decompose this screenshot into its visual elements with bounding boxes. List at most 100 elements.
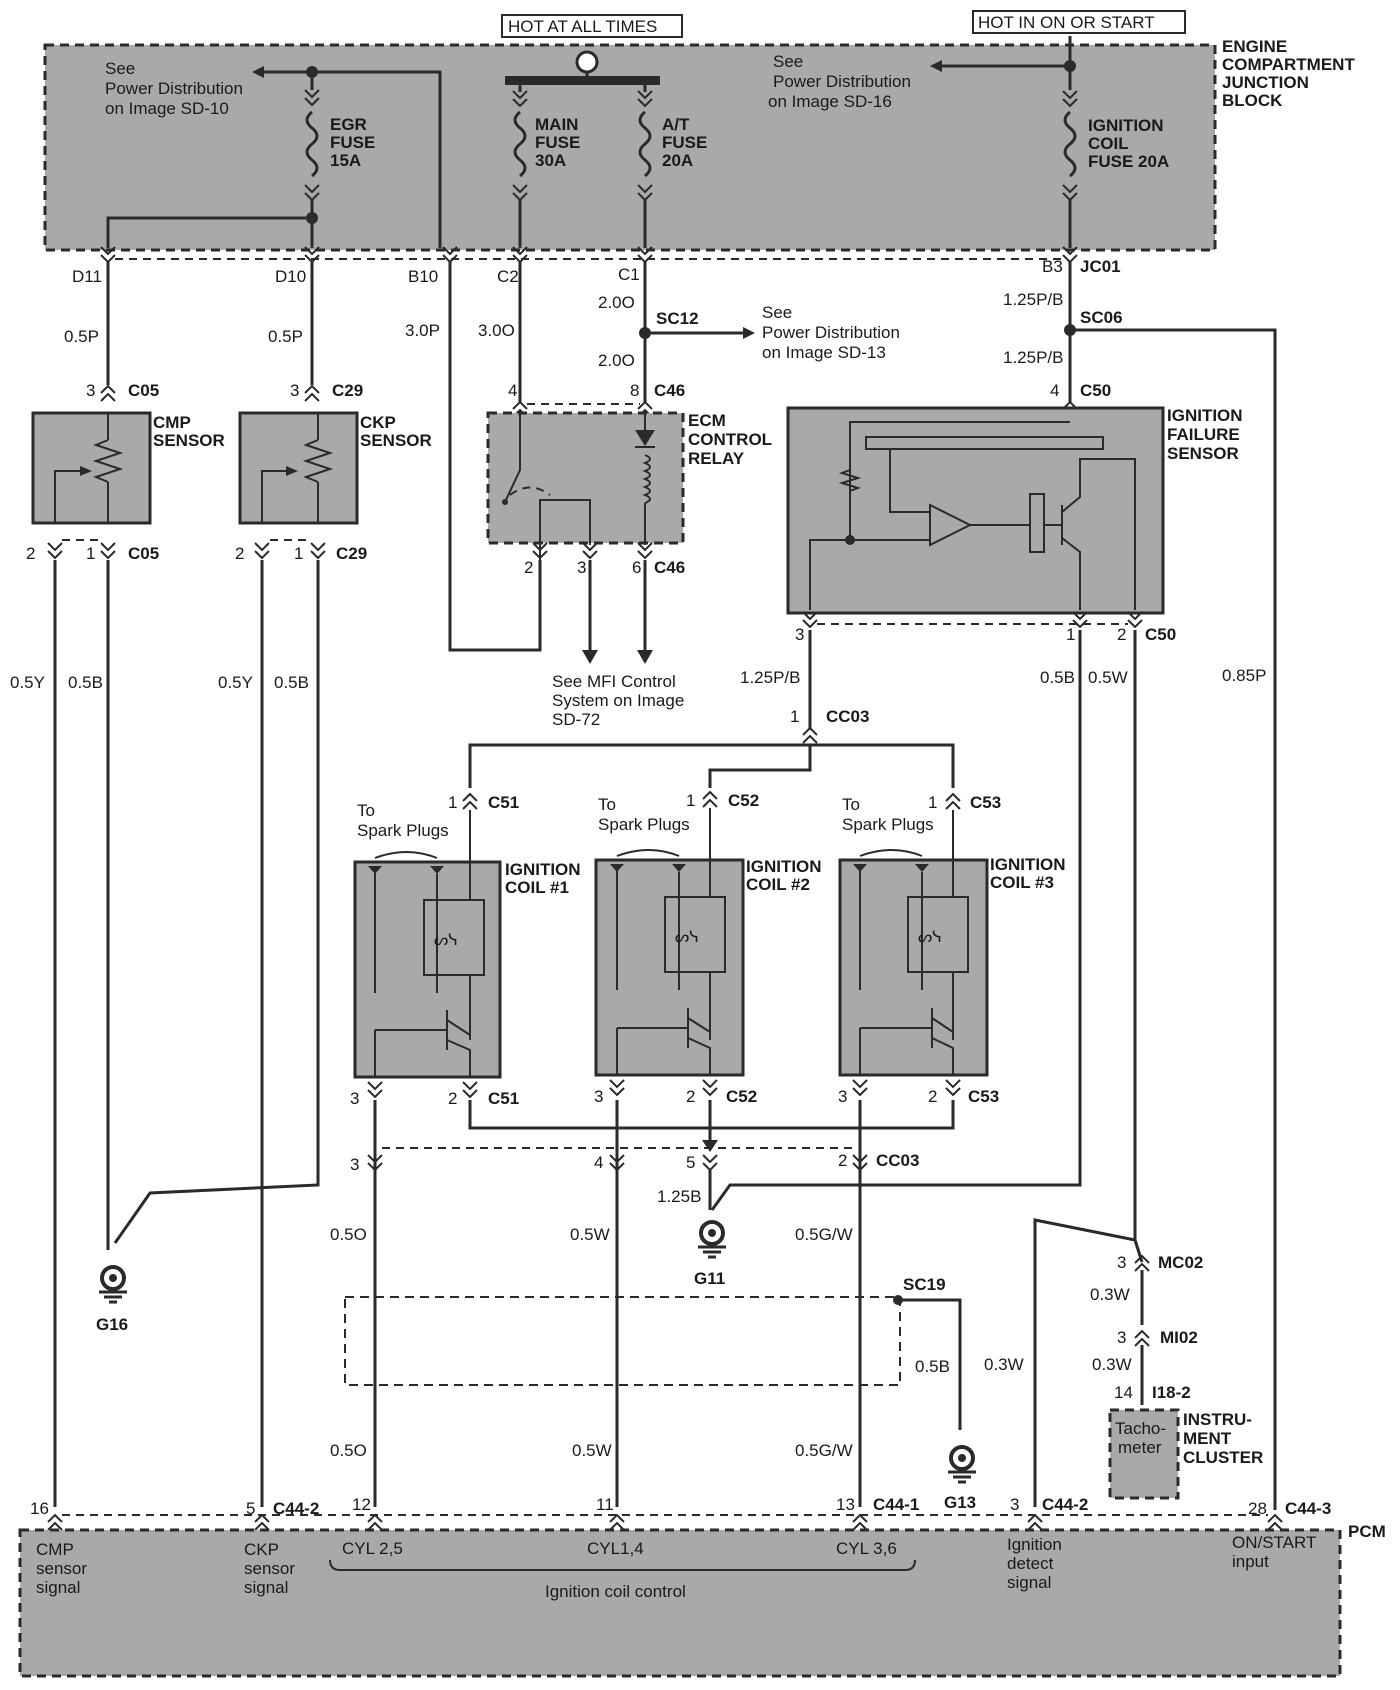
tachometer-label: Tacho- meter [1115,1419,1171,1457]
connector-c52: C52 [728,791,759,810]
cmp-sensor-label: CMP SENSOR [153,413,225,450]
pin: 3 [594,1087,603,1106]
connector-c46: C46 [654,381,685,400]
detect-signal-label: Ignition detect signal [1007,1535,1067,1592]
cluster-label: INSTRU- MENT CLUSTER [1183,1410,1263,1467]
terminal-d11: D11 [72,267,102,286]
wire-ckp-b: 0.5B [274,673,309,692]
connector-c51: C51 [488,1089,519,1108]
cmp-signal-label: CMP sensor signal [36,1540,92,1597]
splice-sc19: SC19 [903,1275,946,1294]
ecm-relay-label: ECM CONTROL RELAY [688,411,776,468]
at-fuse-label: A/T FUSE 20A [662,115,712,170]
wire-cyl36b: 0.5G/W [795,1441,853,1460]
svg-text:ᔕᓭ: ᔕᓭ [675,929,699,946]
spark-plugs-label: To Spark Plugs [357,801,449,840]
wire-ifs-w: 0.5W [1088,668,1128,687]
pin: 2 [838,1151,847,1170]
ignition-coil-3: 1 C53 To Spark Plugs IGNITION COIL #3 ᔕᓭ… [838,793,1070,1106]
hot-at-all-times-label: HOT AT ALL TIMES [501,14,683,38]
splice-sc12: SC12 [656,309,699,328]
pin: 2 [448,1089,457,1108]
wire-c2: 3.0O [478,321,515,340]
connector-c44-1: C44-1 [873,1495,919,1514]
pin: 4 [508,381,517,400]
ignition-coil-2: 1 C52 To Spark Plugs IGNITION COIL #2 ᔕᓭ… [594,791,822,1106]
cyl14-label: CYL1,4 [587,1539,644,1558]
connector-cc03: CC03 [826,707,869,726]
cyl25-label: CYL 2,5 [342,1539,403,1558]
svg-text:IGNITION COIL #3: IGNITION COIL #3 [990,855,1070,892]
wire-b10: 3.0P [405,321,440,340]
pin: 2 [1117,625,1126,644]
connector-c51: C51 [488,793,519,812]
svg-text:HOT IN ON OR START: HOT IN ON OR START [978,13,1155,32]
pin: 28 [1248,1499,1267,1518]
ground-g13: G13 [944,1493,976,1512]
connector-c52: C52 [726,1087,757,1106]
ground-g11: G11 [694,1269,725,1288]
terminal-b10: B10 [408,267,438,286]
wire-mc02: 0.3W [1090,1285,1130,1304]
terminal-d10: D10 [275,267,306,286]
connector-c50: C50 [1080,381,1111,400]
pcm-label: PCM [1348,1522,1386,1541]
connector-c44-2: C44-2 [273,1499,319,1518]
wire-cyl25b: 0.5O [330,1441,367,1460]
main-fuse-label: MAIN FUSE 30A [535,115,585,170]
wire-ckp-y: 0.5Y [218,673,253,692]
wire-cyl14b: 0.5W [572,1441,612,1460]
wire-on-start: 0.85P [1222,666,1266,685]
pin: 1 [448,793,457,812]
wire-ifs-b: 0.5B [1040,668,1075,687]
pin: 2 [524,558,533,577]
wire-d11: 0.5P [64,327,99,346]
hot-on-start-label: HOT IN ON OR START [972,10,1186,34]
connector-c53: C53 [968,1087,999,1106]
ignition-failure-sensor [786,406,1165,615]
connector-c44-2: C44-2 [1042,1495,1088,1514]
ref-sd10: See Power Distribution on Image SD-10 [105,59,248,118]
connector-c46: C46 [654,558,685,577]
connector-mi02: MI02 [1160,1328,1198,1347]
wire-cyl36: 0.5G/W [795,1225,853,1244]
wire-jc01a: 1.25P/B [1003,290,1064,309]
pin: 14 [1114,1383,1133,1402]
connector-c44-3: C44-3 [1285,1499,1331,1518]
ifs-label: IGNITION FAILURE SENSOR [1167,406,1247,463]
svg-text:ᔕᓭ: ᔕᓭ [918,929,942,946]
connector-mc02: MC02 [1158,1253,1203,1272]
connector-i18: I18-2 [1152,1383,1191,1402]
pin: 5 [246,1499,255,1518]
svg-text:ᔕᓭ: ᔕᓭ [434,932,458,949]
pin: 3 [795,625,804,644]
ref-sd13: See Power Distribution on Image SD-13 [762,303,905,362]
spark-plugs-label: To Spark Plugs [842,795,934,834]
pin: 2 [26,544,35,563]
connector-c53: C53 [970,793,1001,812]
pin: 1 [928,793,937,812]
shield-box [344,1296,901,1386]
pin: 4 [1050,381,1059,400]
pin: 2 [235,544,244,563]
pin: 5 [686,1153,695,1172]
pin: 1 [790,707,799,726]
pin: 2 [686,1087,695,1106]
coil-control-label: Ignition coil control [545,1582,686,1601]
cyl36-label: CYL 3,6 [836,1539,897,1558]
wire-c1b: 2.0O [598,351,635,370]
egr-fuse-label: EGR FUSE 15A [330,115,380,170]
pin: 2 [928,1087,937,1106]
instrument-cluster [1108,1408,1180,1500]
wire-detect: 0.3W [984,1355,1024,1374]
pin: 1 [86,544,95,563]
connector-c50: C50 [1145,625,1176,644]
pin: 4 [594,1153,603,1172]
pin: 3 [577,558,586,577]
terminal-b3: B3 [1042,257,1063,276]
ground-g16: G16 [96,1315,128,1334]
wire-g11: 1.25B [657,1187,701,1206]
terminal-c1: C1 [618,265,640,284]
wire-cyl14: 0.5W [570,1225,610,1244]
